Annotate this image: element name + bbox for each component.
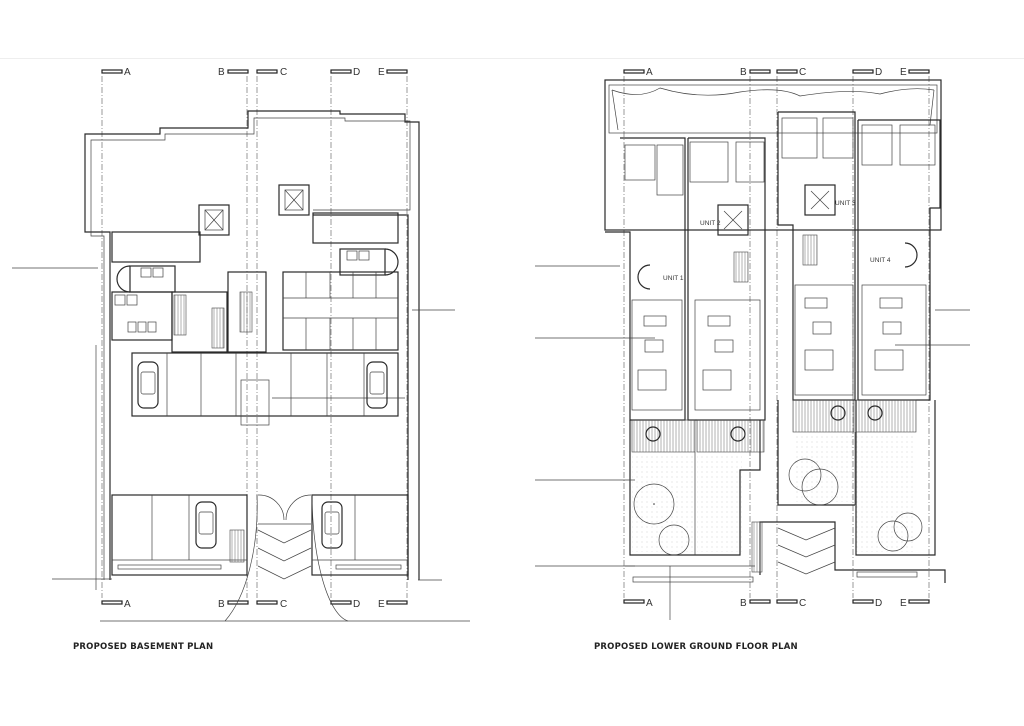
unit-4: UNIT 4 [857, 119, 941, 401]
grid-label-d: D [353, 67, 360, 78]
car-icon [366, 361, 388, 409]
grid-label-b: B [740, 598, 747, 609]
grid-label-b: B [218, 67, 225, 78]
unit-label: UNIT 4 [870, 257, 891, 264]
gardens [629, 400, 936, 556]
grid-label-c: C [799, 67, 806, 78]
grid-label-c: C [280, 599, 287, 610]
annotation-leaders [12, 267, 455, 580]
drawing-title-lower-ground: PROPOSED LOWER GROUND FLOOR PLAN [594, 642, 798, 652]
spiral-stair-left [116, 265, 176, 293]
unit-1: UNIT 1 [605, 137, 686, 421]
grid-label-b: B [218, 599, 225, 610]
grid-markers-top: A B C D E [623, 67, 930, 78]
spiral-stair-right [339, 248, 399, 276]
vehicle-ramp [224, 494, 349, 622]
grid-label-a: A [646, 598, 653, 609]
unit-label: UNIT 3 [835, 200, 856, 207]
car-icon [321, 501, 343, 549]
parking-bays-lower [111, 494, 409, 576]
sheet-border [0, 58, 1024, 59]
grid-label-e: E [378, 67, 385, 78]
decking-terraces [631, 399, 917, 453]
tree-icon [633, 483, 675, 525]
vehicle-ramp [625, 521, 946, 583]
storage-lockers [282, 271, 399, 351]
grid-label-b: B [740, 67, 747, 78]
grid-label-c: C [280, 67, 287, 78]
tree-icon [658, 524, 690, 556]
external-walls [84, 110, 420, 580]
unit-label: UNIT 1 [663, 275, 684, 282]
grid-label-e: E [900, 67, 907, 78]
lift-core-2 [278, 184, 310, 216]
grid-label-a: A [124, 67, 131, 78]
bike-store [111, 291, 228, 353]
car-icon [137, 361, 159, 409]
lift-core-1 [198, 204, 230, 236]
dining-table-icons [637, 321, 904, 391]
grid-label-a: A [646, 67, 653, 78]
grid-lines [101, 76, 408, 598]
grid-markers-bottom: A B C D E [101, 599, 408, 610]
car-icon [195, 501, 217, 549]
plant-room-right [312, 212, 399, 244]
parking-bays-upper [131, 352, 405, 426]
front-lightwell [604, 79, 942, 231]
unit-3: UNIT 3 [777, 111, 856, 401]
grid-label-d: D [875, 67, 882, 78]
central-stair [227, 271, 267, 353]
grid-label-c: C [799, 598, 806, 609]
tree-icon [877, 512, 923, 552]
unit-label: UNIT 2 [700, 220, 721, 227]
plant-room-left [111, 231, 201, 263]
grid-label-d: D [875, 598, 882, 609]
tree-icon [788, 458, 839, 506]
grid-markers-top: A B C D E [101, 67, 408, 78]
grid-label-e: E [900, 598, 907, 609]
grid-label-a: A [124, 599, 131, 610]
lower-ground-floor-plan: A B C D E A B C D E [535, 67, 970, 620]
basement-plan: A B C D E A B C D E [12, 67, 470, 622]
grid-label-e: E [378, 599, 385, 610]
grid-markers-bottom: A B C D E [623, 598, 930, 609]
unit-2: UNIT 2 [687, 137, 766, 421]
drawing-title-basement: PROPOSED BASEMENT PLAN [73, 642, 214, 652]
annotation-leaders [535, 265, 970, 620]
grid-label-d: D [353, 599, 360, 610]
